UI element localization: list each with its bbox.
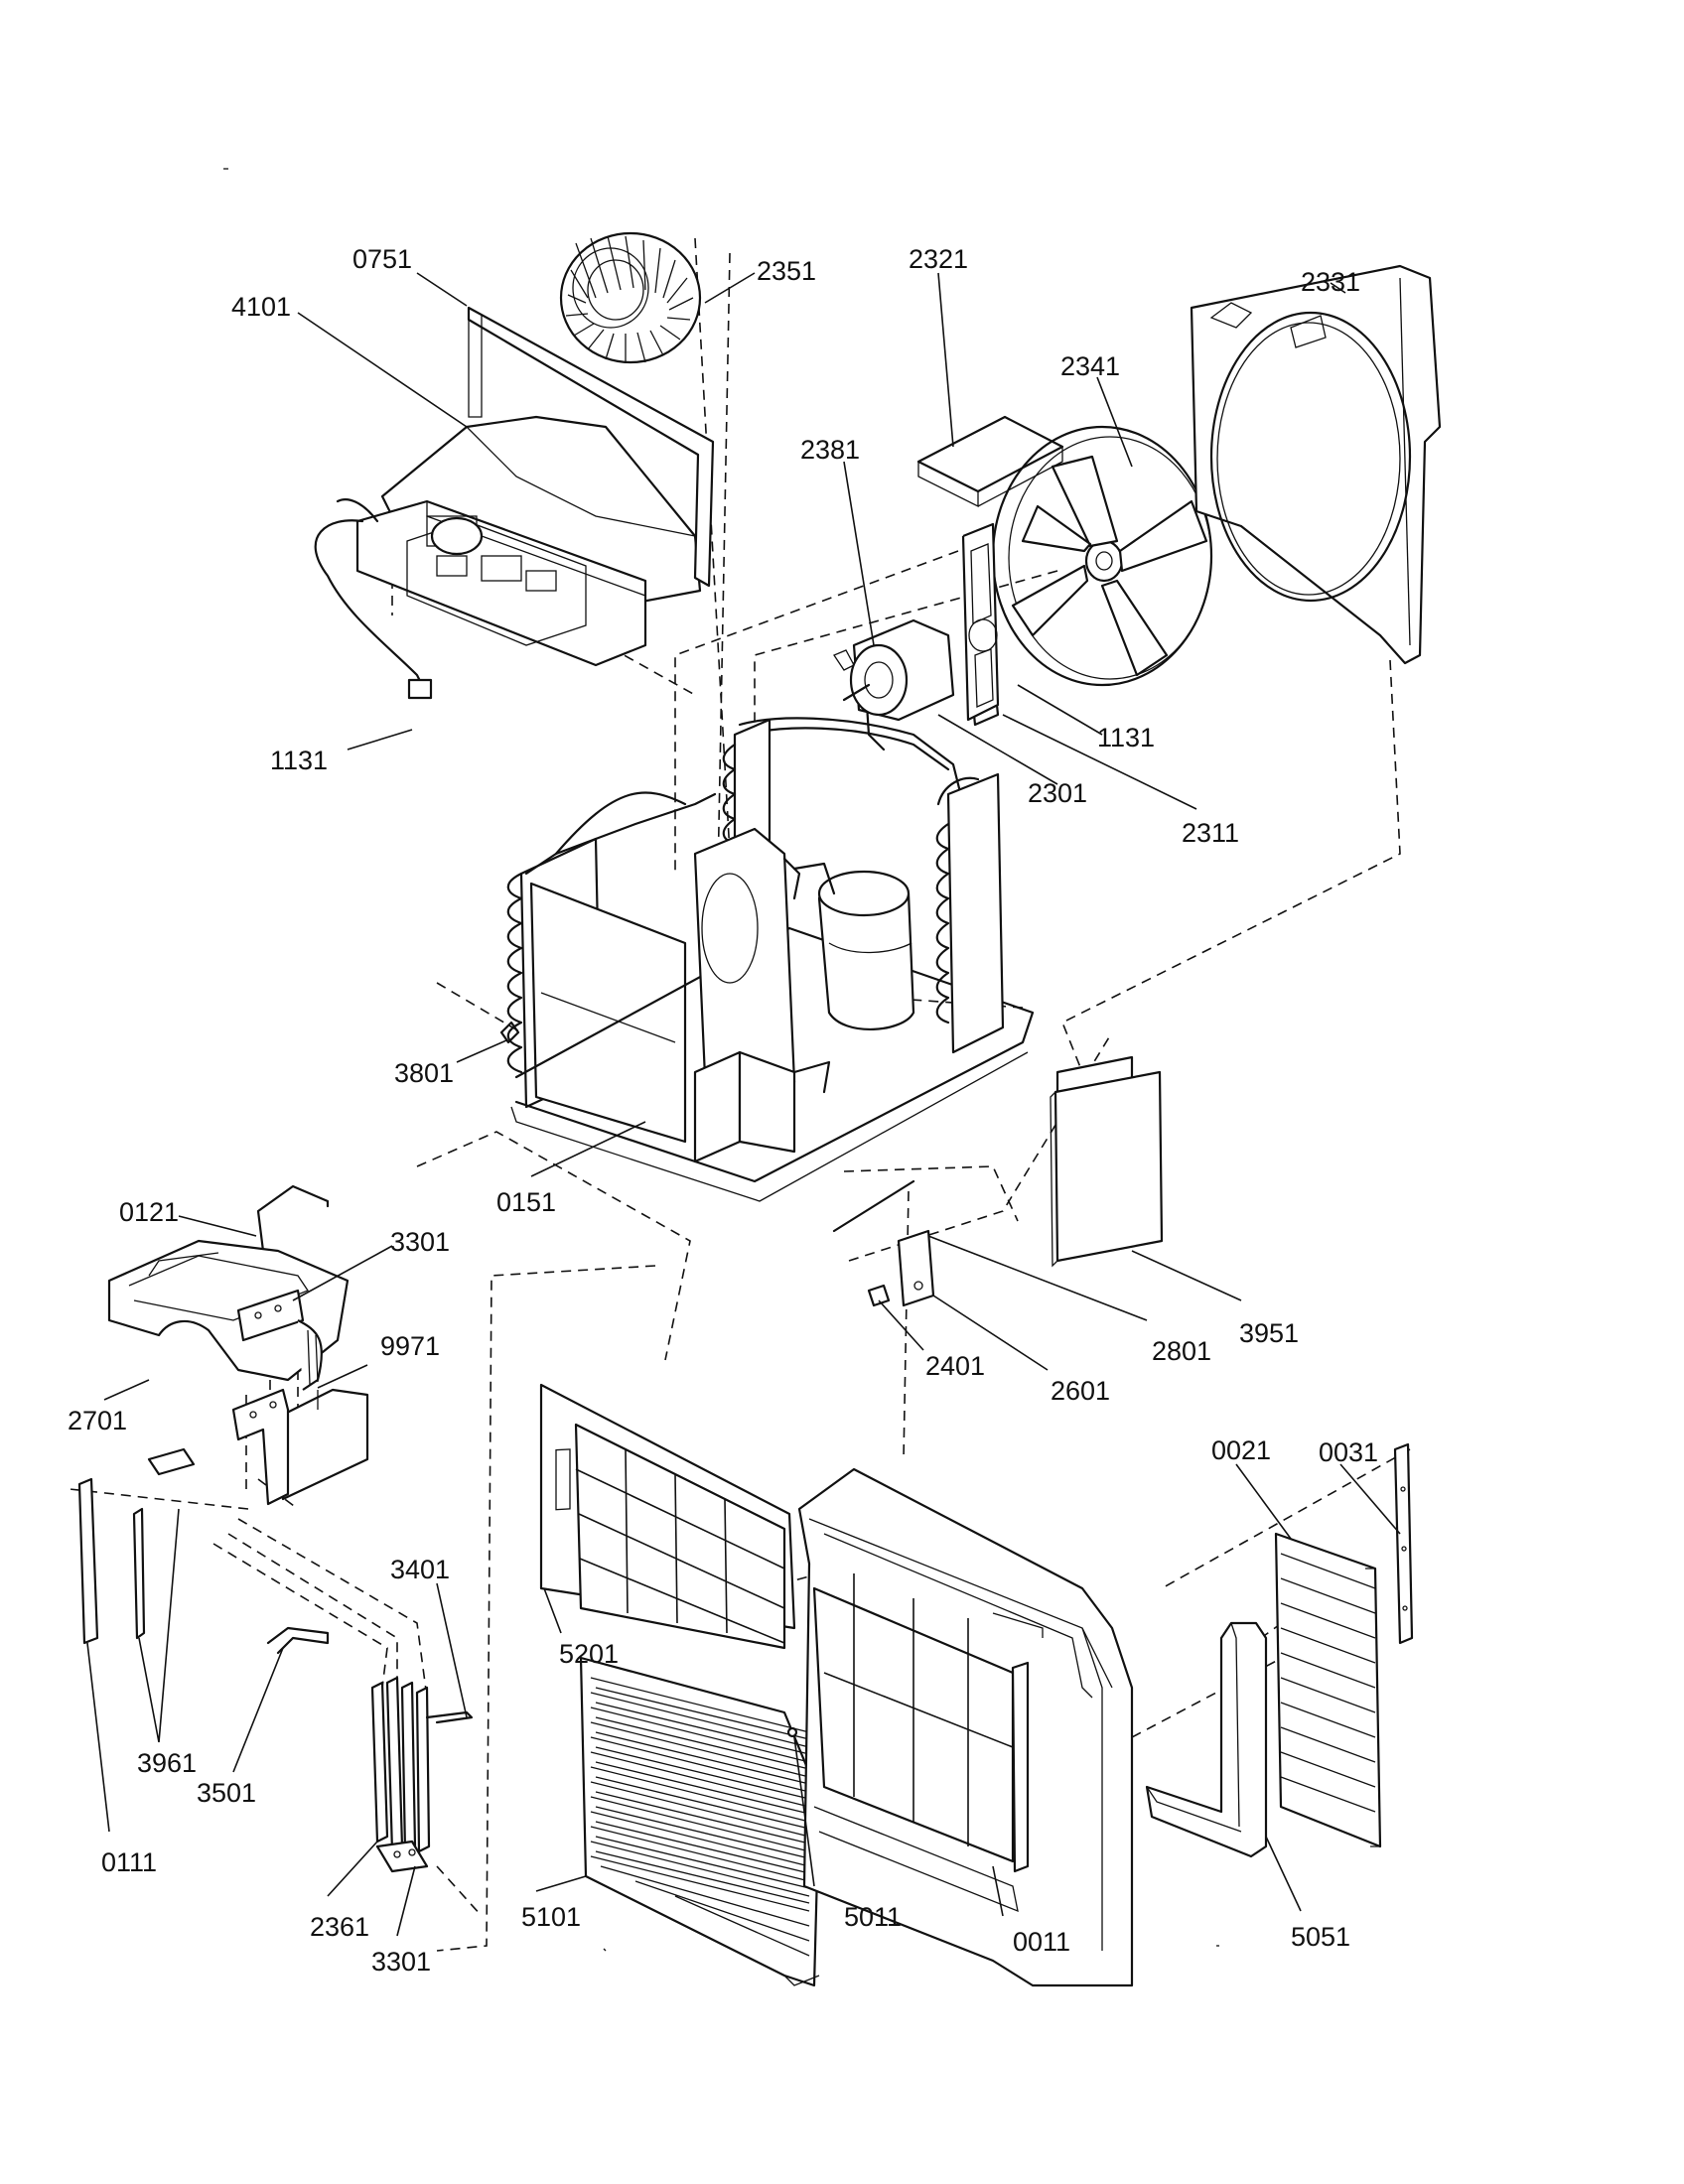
filter-grid <box>575 1448 785 1644</box>
scan-specks <box>223 168 1219 1952</box>
label-0111: 0111 <box>101 1847 157 1877</box>
label-5101: 5101 <box>521 1902 581 1932</box>
part-2601-switch-plate <box>897 1229 935 1307</box>
label-3301-bottom: 3301 <box>371 1947 431 1977</box>
part-0151-base-chassis <box>506 717 1035 1202</box>
label-2601: 2601 <box>1051 1376 1110 1406</box>
part-2321-bracket <box>916 415 1064 508</box>
part-labels: 0751 2351 2321 2331 4101 2341 2381 1131 … <box>68 244 1378 1977</box>
label-0751: 0751 <box>352 244 412 274</box>
part-0031-louver-rod <box>1393 1442 1414 1645</box>
part-5051-side-curtain <box>1145 1621 1268 1858</box>
label-5051: 5051 <box>1291 1922 1350 1952</box>
part-0751-panel-seal <box>467 306 715 588</box>
part-3301-lower-bracket <box>375 1840 429 1873</box>
label-2331: 2331 <box>1301 267 1360 297</box>
part-2361-vent-door-assembly <box>370 1676 474 1853</box>
label-0121: 0121 <box>119 1197 179 1227</box>
part-1131-control-box <box>314 498 647 700</box>
part-3951-access-panel <box>1050 1055 1164 1268</box>
label-3501: 3501 <box>197 1778 256 1808</box>
part-2341-condenser-fan <box>991 425 1213 687</box>
label-2351: 2351 <box>757 256 816 286</box>
part-0021-louver-assembly <box>1274 1532 1382 1848</box>
part-2331-fan-shroud <box>1190 264 1442 665</box>
label-0031: 0031 <box>1319 1437 1378 1467</box>
label-2701: 2701 <box>68 1406 127 1435</box>
grille-louvers <box>590 1677 810 1957</box>
label-2801: 2801 <box>1152 1336 1211 1366</box>
label-2341: 2341 <box>1060 351 1120 381</box>
part-5101-front-grille <box>579 1656 821 1987</box>
label-3801: 3801 <box>394 1058 454 1088</box>
part-5201-air-filter <box>539 1383 796 1650</box>
label-3401: 3401 <box>390 1555 450 1584</box>
label-2381: 2381 <box>800 435 860 465</box>
part-9971-damper-box <box>281 1388 369 1501</box>
part-0111-side-strip <box>77 1477 99 1645</box>
label-2311: 2311 <box>1182 818 1239 848</box>
label-3951: 3951 <box>1239 1318 1299 1348</box>
label-5011: 5011 <box>844 1902 902 1932</box>
label-2321: 2321 <box>909 244 968 274</box>
label-2361: 2361 <box>310 1912 369 1942</box>
front-panel-grid <box>823 1573 1014 1846</box>
part-3961-seal-strip <box>132 1507 146 1640</box>
label-0021: 0021 <box>1211 1435 1271 1465</box>
part-0011-front-cabinet <box>797 1467 1134 1987</box>
label-3961: 3961 <box>137 1748 197 1778</box>
part-2351-blower-wheel <box>559 231 702 364</box>
part-0121-support-rod <box>256 1184 330 1253</box>
label-9971: 9971 <box>380 1331 440 1361</box>
leader-lines <box>86 272 1401 1937</box>
label-3301-top: 3301 <box>390 1227 450 1257</box>
label-4101: 4101 <box>231 292 291 322</box>
part-3801-clip <box>499 1021 520 1044</box>
part-2701-air-duct <box>107 1239 350 1382</box>
label-0011: 0011 <box>1013 1927 1070 1957</box>
label-1131-left: 1131 <box>270 746 328 775</box>
label-5201: 5201 <box>559 1639 619 1669</box>
label-1131-right: 1131 <box>1097 723 1155 752</box>
part-5011-screw <box>786 1726 798 1738</box>
part-2401-switch-clip <box>867 1284 891 1307</box>
label-2401: 2401 <box>925 1351 985 1381</box>
part-3501-bracket <box>266 1626 330 1655</box>
part-2311-motor-bracket <box>961 522 1000 727</box>
label-0151: 0151 <box>496 1187 556 1217</box>
part-3301-damper-bracket <box>236 1289 323 1391</box>
part-2801-wire <box>832 1179 915 1233</box>
part-damper-frame <box>147 1388 290 1506</box>
label-2301: 2301 <box>1028 778 1087 808</box>
part-2301-fan-motor <box>842 618 955 722</box>
